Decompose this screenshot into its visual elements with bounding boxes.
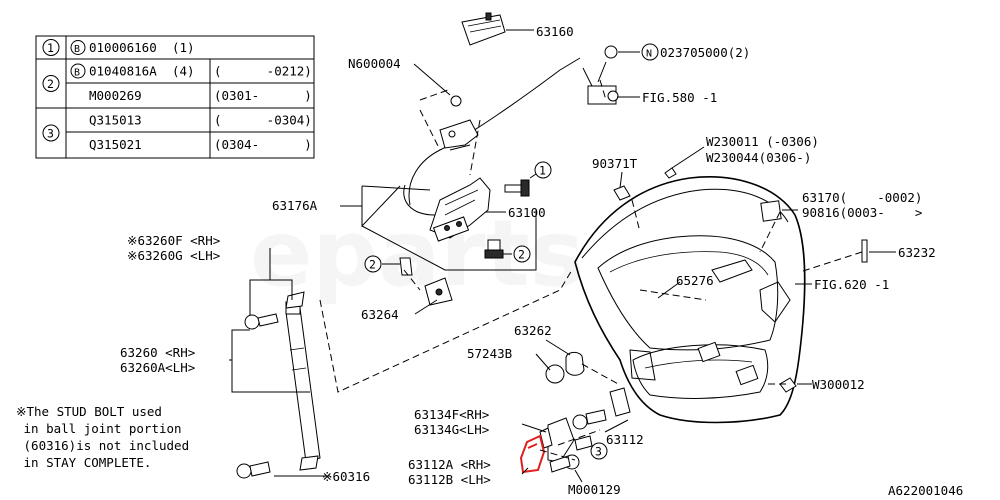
legend-period: (0304- ) bbox=[214, 137, 312, 152]
leader-lines bbox=[229, 29, 896, 483]
label-w230044: W230044(0306-) bbox=[706, 150, 811, 165]
tailgate-panel bbox=[574, 176, 806, 424]
callout-3 bbox=[590, 442, 608, 460]
highlighted-part-63112a bbox=[519, 434, 546, 474]
legend-qty: (4) bbox=[172, 64, 195, 79]
label-w300012: W300012 bbox=[812, 377, 865, 392]
label-90371t: 90371T bbox=[592, 156, 638, 171]
diagram-id: A622001046 bbox=[888, 483, 963, 498]
label-63112: 63112 bbox=[606, 432, 644, 447]
callout-2 bbox=[364, 255, 382, 273]
bolt-symbol-icon bbox=[70, 63, 86, 79]
legend-key-3-text: 3 bbox=[47, 127, 54, 141]
label-63100: 63100 bbox=[508, 205, 546, 220]
label-63134g: 63134G<LH> bbox=[414, 422, 489, 437]
note-line: (60316)is not included bbox=[16, 438, 189, 453]
label-57243b: 57243B bbox=[467, 346, 512, 361]
note-line: ※The STUD BOLT used bbox=[16, 404, 162, 419]
latch-assembly bbox=[403, 57, 581, 242]
label-63134f: 63134F<RH> bbox=[414, 407, 489, 422]
callouts: 1 2 2 3 N bbox=[364, 43, 659, 460]
nut-symbol-text: N bbox=[646, 49, 652, 60]
legend-symbol-b: B bbox=[74, 68, 80, 79]
label-63260g: ※63260G <LH> bbox=[127, 248, 220, 263]
note-line: in STAY COMPLETE. bbox=[16, 455, 151, 470]
callout-1-text: 1 bbox=[539, 164, 546, 178]
legend-table: 1 B 010006160 (1) 2 B 01040816A (4) ( -0… bbox=[35, 35, 315, 159]
label-63160: 63160 bbox=[536, 24, 574, 39]
label-63112a: 63112A <RH> bbox=[408, 457, 491, 472]
label-63260a-lh: 63260A<LH> bbox=[120, 360, 195, 375]
nut-symbol-icon bbox=[641, 43, 659, 61]
stud-bolt-note: ※The STUD BOLT used in ball joint portio… bbox=[16, 404, 189, 470]
fasteners bbox=[399, 167, 868, 474]
legend-symbol-b: B bbox=[74, 44, 80, 55]
callout-2-text: 2 bbox=[369, 258, 376, 272]
legend-key-2 bbox=[42, 75, 60, 92]
callout-3-text: 3 bbox=[595, 445, 602, 459]
legend-code: 01040816A bbox=[89, 64, 157, 79]
rod-clip bbox=[582, 45, 619, 105]
label-w230011: W230011 (-0306) bbox=[706, 134, 819, 149]
bracket-part bbox=[439, 95, 479, 149]
handle-part bbox=[461, 12, 506, 46]
callout-2 bbox=[513, 245, 531, 263]
note-line: in ball joint portion bbox=[16, 421, 182, 436]
callout-2-text: 2 bbox=[518, 248, 525, 262]
callout-1 bbox=[534, 161, 552, 179]
legend-code: M000269 bbox=[89, 88, 142, 103]
legend-key-1 bbox=[42, 39, 60, 56]
bolt-symbol-icon bbox=[70, 40, 86, 55]
legend-code: Q315021 bbox=[89, 137, 142, 152]
label-fig580: FIG.580 -1 bbox=[642, 90, 717, 105]
legend-key-2-text: 2 bbox=[47, 77, 54, 91]
label-63260-rh: 63260 <RH> bbox=[120, 345, 195, 360]
label-90816: 90816(0003- > bbox=[802, 205, 922, 220]
legend-period: ( -0212) bbox=[214, 64, 312, 79]
label-60316: ※60316 bbox=[322, 469, 370, 484]
label-63170: 63170( -0002) bbox=[802, 190, 922, 205]
label-63260f: ※63260F <RH> bbox=[127, 233, 220, 248]
label-63262: 63262 bbox=[514, 323, 552, 338]
label-n600004: N600004 bbox=[348, 56, 401, 71]
label-63112b: 63112B <LH> bbox=[408, 472, 491, 487]
label-fig620: FIG.620 -1 bbox=[814, 277, 889, 292]
legend-period: (0301- ) bbox=[214, 88, 312, 103]
legend-key-1-text: 1 bbox=[47, 41, 54, 55]
label-m000129: M000129 bbox=[568, 482, 621, 497]
legend-qty: (1) bbox=[172, 40, 195, 55]
label-65276: 65276 bbox=[676, 273, 714, 288]
label-63264: 63264 bbox=[361, 307, 399, 322]
label-63232: 63232 bbox=[898, 245, 936, 260]
legend-code: 010006160 bbox=[89, 40, 157, 55]
part-labels: 63160 N600004 023705000(2) FIG.580 -1 W2… bbox=[120, 24, 936, 497]
legend-period: ( -0304) bbox=[214, 113, 312, 128]
legend-code: Q315013 bbox=[89, 113, 142, 128]
legend-key-3 bbox=[42, 124, 60, 142]
gas-strut bbox=[236, 291, 321, 479]
label-023705000: 023705000(2) bbox=[660, 45, 750, 60]
label-63176a: 63176A bbox=[272, 198, 318, 213]
